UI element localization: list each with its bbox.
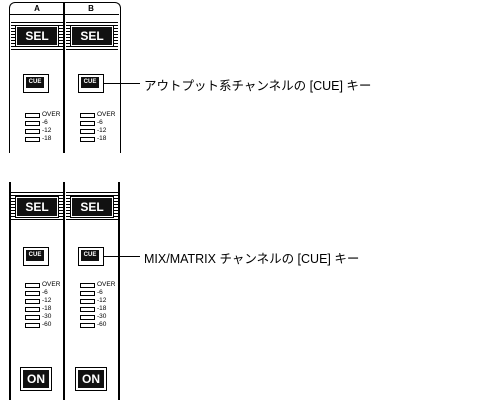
meter-row: -18 — [25, 305, 60, 313]
meter-led — [80, 120, 95, 126]
panel-edge-right — [118, 182, 120, 400]
on-key-mix-1[interactable]: ON — [20, 367, 52, 391]
channel-divider — [63, 182, 65, 400]
meter-row: OVER — [25, 281, 60, 289]
meter-label: OVER — [42, 281, 61, 288]
meter-led — [25, 290, 40, 296]
meter-row: -18 — [80, 305, 115, 313]
meter-led — [25, 282, 40, 288]
meter-label: -6 — [97, 119, 103, 126]
meter-label: -12 — [97, 297, 107, 304]
meter-led — [25, 298, 40, 304]
meter-row: -30 — [25, 313, 60, 321]
on-key-mix-2[interactable]: ON — [75, 367, 107, 391]
top-panel: A SEL CUE OVER -6 -12 -18 B SEL CUE OVER… — [0, 0, 125, 158]
level-meter-a: OVER -6 -12 -18 — [25, 111, 60, 143]
meter-led — [25, 322, 40, 328]
meter-label: -6 — [97, 289, 103, 296]
meter-led — [25, 112, 40, 118]
callout-output-cue-key: アウトプット系チャンネルの [CUE] キー — [144, 79, 372, 93]
meter-row: -6 — [25, 119, 60, 127]
on-key-label: ON — [78, 370, 104, 388]
meter-led — [80, 290, 95, 296]
meter-row: -6 — [25, 289, 60, 297]
level-meter-mix-2: OVER -6 -12 -18 -30 -60 — [80, 281, 115, 329]
sel-button-a[interactable]: SEL — [15, 25, 59, 47]
meter-label: -18 — [42, 135, 52, 142]
meter-led — [80, 128, 95, 134]
cue-key-mix-2[interactable]: CUE — [78, 247, 104, 266]
sel-button-b[interactable]: SEL — [70, 25, 114, 47]
meter-led — [25, 136, 40, 142]
cue-key-label: CUE — [26, 250, 44, 261]
meter-label: OVER — [97, 111, 116, 118]
meter-led — [25, 306, 40, 312]
meter-row: -12 — [80, 127, 115, 135]
meter-led — [80, 136, 95, 142]
meter-led — [80, 282, 95, 288]
cue-key-label: CUE — [81, 77, 99, 88]
meter-led — [80, 306, 95, 312]
meter-label: -12 — [97, 127, 107, 134]
meter-label: -12 — [42, 127, 52, 134]
meter-led — [80, 298, 95, 304]
meter-row: OVER — [80, 111, 115, 119]
meter-row: -6 — [80, 289, 115, 297]
cue-key-a[interactable]: CUE — [23, 74, 49, 93]
sel-button-mix-2[interactable]: SEL — [70, 196, 114, 218]
panel-frame — [9, 2, 121, 153]
meter-label: -30 — [97, 313, 107, 320]
level-meter-b: OVER -6 -12 -18 — [80, 111, 115, 143]
meter-label: -18 — [97, 305, 107, 312]
callout-leader-line — [104, 83, 140, 84]
meter-label: -60 — [42, 321, 52, 328]
meter-label: -30 — [42, 313, 52, 320]
meter-led — [80, 322, 95, 328]
bottom-panel: SEL CUE OVER -6 -12 -18 -30 -60 ON SEL C… — [0, 180, 125, 402]
meter-row: OVER — [80, 281, 115, 289]
callout-leader-line — [104, 256, 140, 257]
meter-label: -6 — [42, 119, 48, 126]
meter-label: -6 — [42, 289, 48, 296]
meter-led — [25, 120, 40, 126]
meter-row: -6 — [80, 119, 115, 127]
channel-label-b: B — [88, 4, 94, 13]
meter-led — [25, 128, 40, 134]
callout-mix-matrix-cue-key: MIX/MATRIX チャンネルの [CUE] キー — [144, 252, 360, 266]
header-divider — [10, 14, 119, 15]
sel-button-mix-1[interactable]: SEL — [15, 196, 59, 218]
on-key-label: ON — [23, 370, 49, 388]
meter-led — [80, 112, 95, 118]
meter-led — [25, 314, 40, 320]
meter-led — [80, 314, 95, 320]
cue-key-b[interactable]: CUE — [78, 74, 104, 93]
cue-key-label: CUE — [26, 77, 44, 88]
meter-label: OVER — [97, 281, 116, 288]
cue-key-mix-1[interactable]: CUE — [23, 247, 49, 266]
panel-edge-left — [9, 182, 11, 400]
meter-label: -18 — [42, 305, 52, 312]
meter-label: -18 — [97, 135, 107, 142]
meter-row: -12 — [25, 297, 60, 305]
channel-divider — [63, 3, 65, 153]
meter-row: -18 — [80, 135, 115, 143]
meter-row: -60 — [80, 321, 115, 329]
meter-label: OVER — [42, 111, 61, 118]
meter-row: -12 — [80, 297, 115, 305]
meter-row: OVER — [25, 111, 60, 119]
meter-row: -30 — [80, 313, 115, 321]
meter-row: -60 — [25, 321, 60, 329]
channel-label-a: A — [34, 4, 40, 13]
cue-key-label: CUE — [81, 250, 99, 261]
meter-row: -18 — [25, 135, 60, 143]
meter-row: -12 — [25, 127, 60, 135]
meter-label: -60 — [97, 321, 107, 328]
meter-label: -12 — [42, 297, 52, 304]
level-meter-mix-1: OVER -6 -12 -18 -30 -60 — [25, 281, 60, 329]
